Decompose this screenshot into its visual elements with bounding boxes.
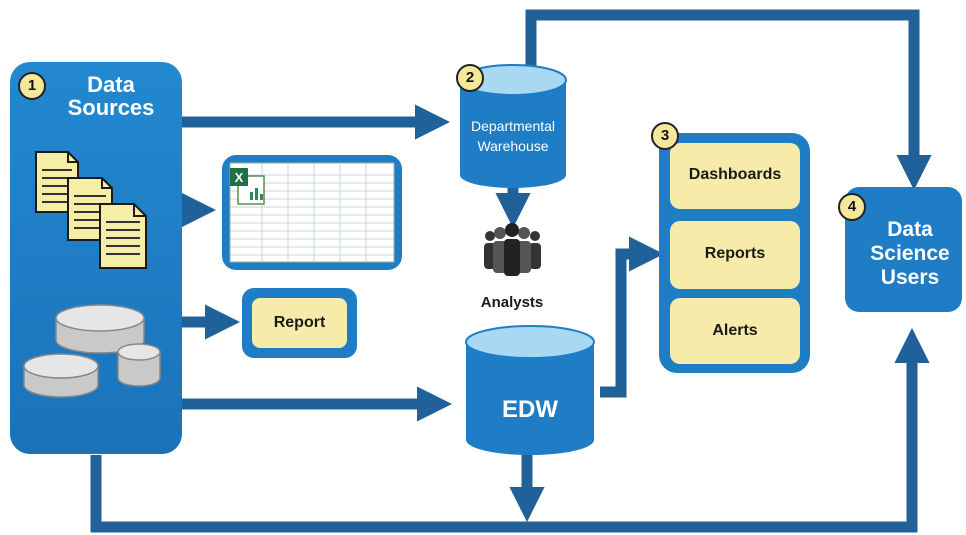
badge-outputs: 3 xyxy=(651,122,679,150)
warehouse-label-line1: Departmental xyxy=(470,118,556,134)
ds-users-line3: Users xyxy=(880,266,940,289)
output-item-alerts: Alerts xyxy=(712,322,758,339)
data-sources-panel xyxy=(10,62,182,454)
svg-text:X: X xyxy=(235,170,244,185)
spreadsheet-box: X xyxy=(222,155,402,270)
data-sources-title-line1: Data xyxy=(87,72,135,97)
spreadsheet-icon: X xyxy=(230,168,265,205)
badge-data-sources: 1 xyxy=(18,72,46,100)
arrow-warehouse-to-ds-users xyxy=(525,9,932,191)
connector-arrows xyxy=(90,9,932,533)
output-item-dashboards: Dashboards xyxy=(688,166,782,183)
arrow-sources-to-ds-users xyxy=(90,327,930,533)
badge-ds-users: 4 xyxy=(838,193,866,221)
arrow-edw-to-outputs xyxy=(600,236,665,398)
database-icon xyxy=(55,304,145,354)
badge-warehouse: 2 xyxy=(456,64,484,92)
output-item-reports: Reports xyxy=(704,245,766,262)
edw-label: EDW xyxy=(502,396,558,423)
edw-cylinder xyxy=(465,325,595,455)
analysts-label: Analysts xyxy=(480,294,544,311)
ds-users-line1: Data xyxy=(887,218,933,241)
outputs-panel xyxy=(659,133,810,373)
data-science-users-box xyxy=(845,187,962,312)
report-label: Report xyxy=(273,314,326,331)
document-icon xyxy=(99,203,147,269)
warehouse-label-line2: Warehouse xyxy=(477,138,549,154)
report-box xyxy=(242,288,357,358)
ds-users-line2: Science xyxy=(870,242,950,265)
people-icon xyxy=(484,223,541,276)
data-sources-title-line2: Sources xyxy=(67,95,155,120)
departmental-warehouse-cylinder xyxy=(459,64,567,188)
database-icon xyxy=(117,343,161,387)
database-icon xyxy=(23,353,99,398)
